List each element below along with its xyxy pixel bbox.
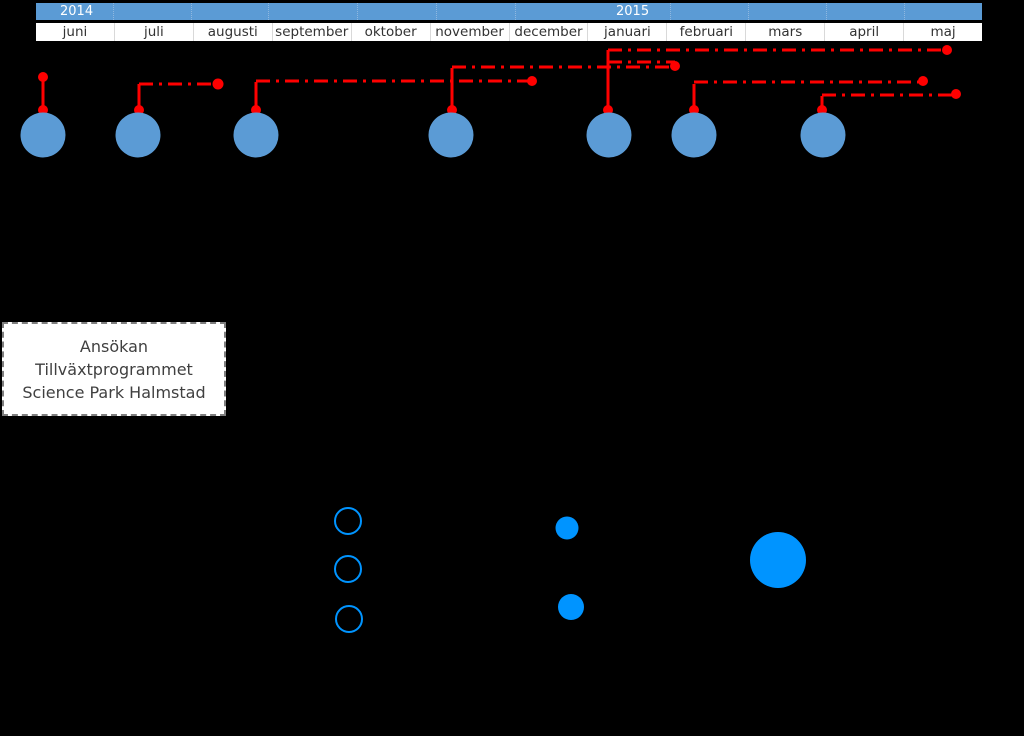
dot <box>951 89 961 99</box>
year-divider <box>191 3 192 20</box>
dot <box>918 76 928 86</box>
year-label-2014: 2014 <box>60 4 94 19</box>
dot <box>670 61 680 71</box>
year-divider <box>436 3 437 20</box>
dot <box>603 105 613 115</box>
month-oktober: oktober <box>352 23 431 41</box>
milestones <box>20 112 846 158</box>
dot <box>212 78 224 90</box>
note-box: Ansökan Tillväxtprogrammet Science Park … <box>2 322 226 416</box>
milestone-circle <box>115 112 161 158</box>
dot <box>134 105 144 115</box>
month-juli: juli <box>115 23 194 41</box>
month-november: november <box>431 23 510 41</box>
dot <box>527 76 537 86</box>
large-filled-circle <box>750 532 806 588</box>
year-divider <box>904 3 905 20</box>
dot <box>251 105 261 115</box>
year-divider <box>748 3 749 20</box>
month-maj: maj <box>930 24 956 40</box>
dot <box>817 105 827 115</box>
month-december: december <box>510 23 589 41</box>
milestone-circle <box>233 112 279 158</box>
month-september: september <box>273 23 352 41</box>
month-februari: februari <box>667 23 747 41</box>
year-divider <box>113 3 114 20</box>
legend-symbols <box>334 507 806 633</box>
year-divider <box>268 3 269 20</box>
small-filled-circle <box>558 594 584 620</box>
connector-lines <box>41 48 956 110</box>
dot <box>942 45 952 55</box>
dot <box>38 72 48 82</box>
milestone-circle <box>428 112 474 158</box>
year-divider <box>670 3 671 20</box>
month-mars: mars <box>746 23 826 41</box>
month-juni: juni <box>36 23 115 41</box>
outline-circle <box>334 507 362 535</box>
year-divider <box>357 3 358 20</box>
milestone-circle <box>671 112 717 158</box>
dot <box>38 105 48 115</box>
dot <box>447 105 457 115</box>
month-april: april <box>825 23 905 41</box>
year-divider <box>826 3 827 20</box>
year-divider <box>515 3 516 20</box>
connector-dots <box>38 45 961 115</box>
milestone-circle <box>800 112 846 158</box>
small-filled-circle <box>555 516 579 540</box>
month-januari: januari <box>588 23 668 41</box>
note-line-2: Tillväxtprogrammet <box>35 359 193 379</box>
note-line-3: Science Park Halmstad <box>22 382 206 402</box>
year-bar <box>36 3 982 20</box>
milestone-circle <box>586 112 632 158</box>
month-row: juni juli augusti september oktober nove… <box>36 23 982 41</box>
month-augusti: augusti <box>194 23 273 41</box>
outline-circle <box>335 605 363 633</box>
dot <box>689 105 699 115</box>
milestone-circle <box>20 112 66 158</box>
outline-circle <box>334 555 362 583</box>
year-label-2015: 2015 <box>616 4 650 19</box>
note-line-1: Ansökan <box>79 336 149 356</box>
